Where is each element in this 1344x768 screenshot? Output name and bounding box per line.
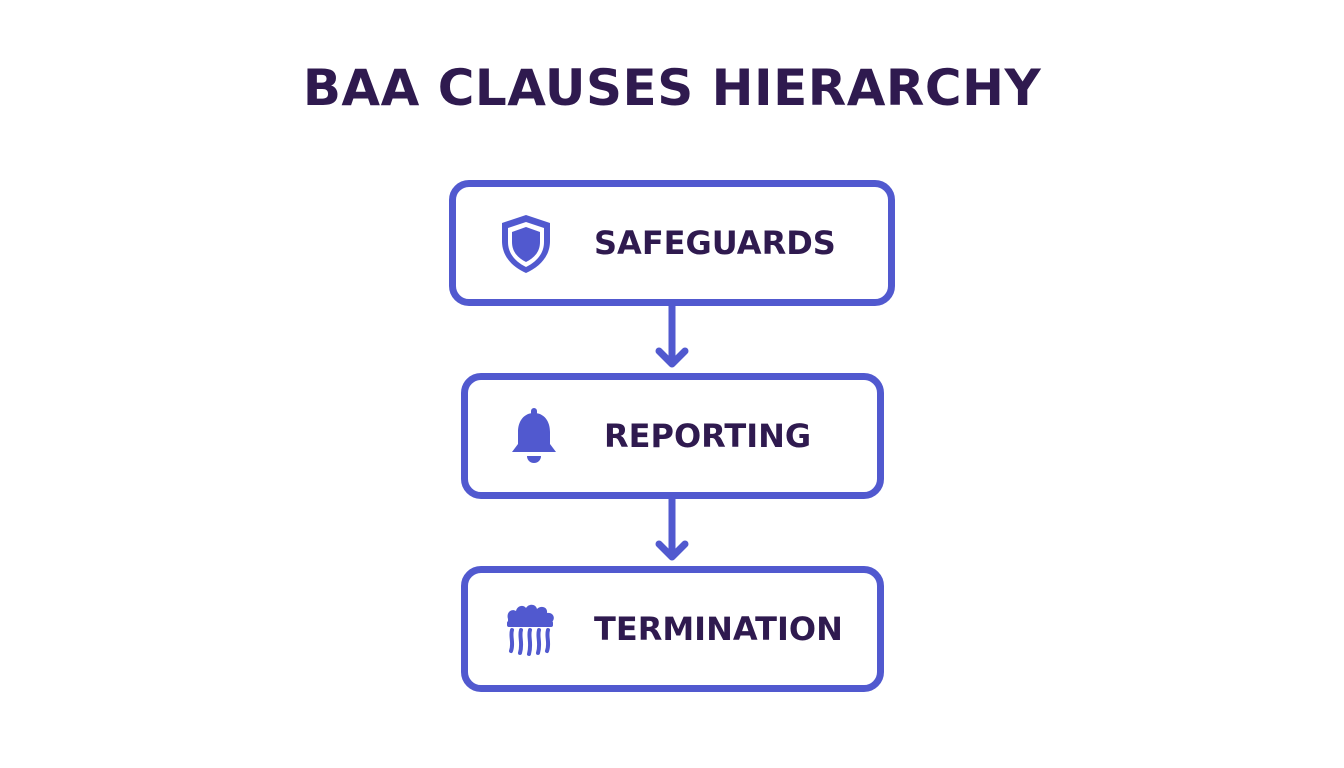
shield-icon <box>502 215 550 273</box>
termination-icon <box>507 604 554 656</box>
arrowhead-safeguards-to-reporting <box>655 347 689 368</box>
diagram-title: BAA CLAUSES HIERARCHY <box>302 59 1042 117</box>
node-termination: TERMINATION <box>461 566 884 692</box>
node-reporting: REPORTING <box>461 373 884 499</box>
node-label-safeguards: SAFEGUARDS <box>594 224 836 262</box>
node-safeguards: SAFEGUARDS <box>449 180 895 306</box>
arrowhead-reporting-to-termination <box>655 540 689 561</box>
bell-icon <box>512 408 556 463</box>
node-label-termination: TERMINATION <box>594 610 843 648</box>
node-label-reporting: REPORTING <box>604 417 812 455</box>
